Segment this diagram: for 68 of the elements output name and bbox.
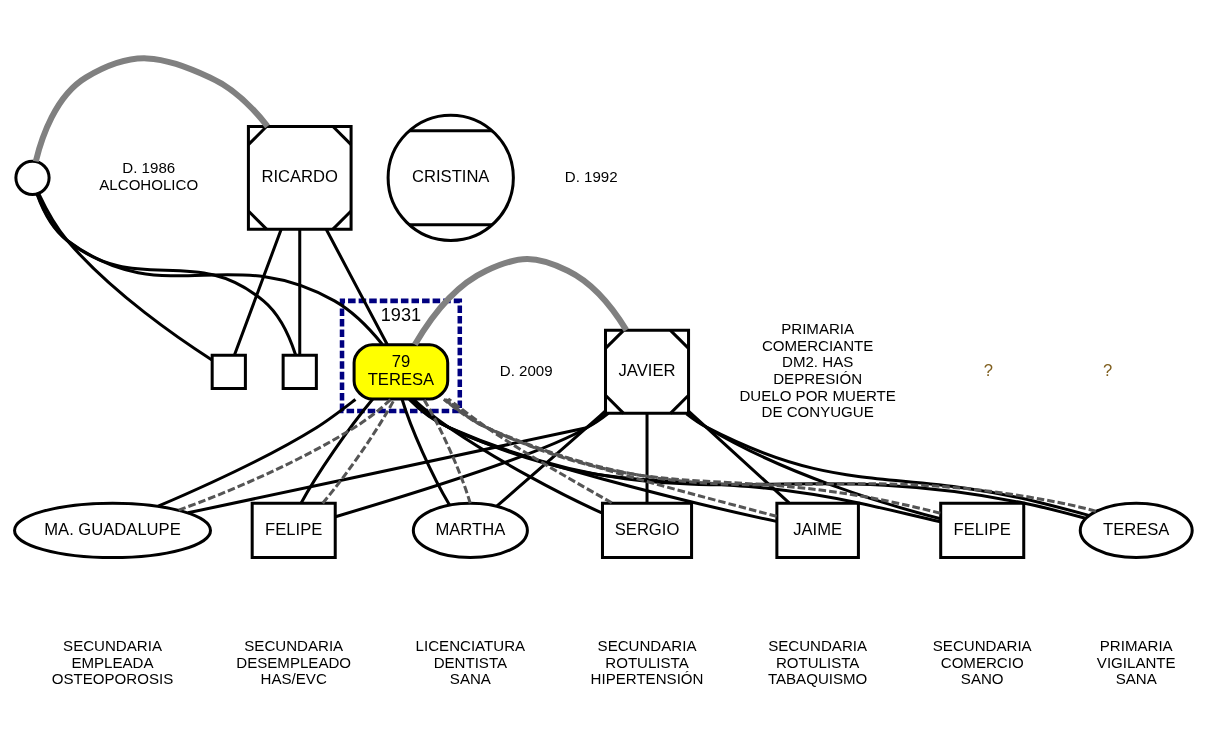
node-label: SECUNDARIA bbox=[768, 637, 868, 655]
node-label: DESEMPLEADO bbox=[236, 653, 352, 671]
node-label: SANO bbox=[960, 670, 1004, 688]
node-label: HIPERTENSIÓN bbox=[590, 670, 704, 688]
connector bbox=[321, 398, 396, 505]
connector bbox=[187, 412, 610, 515]
node-label: SANA bbox=[1115, 670, 1157, 688]
node-label: VIGILANTE bbox=[1096, 653, 1176, 671]
node-label: SANA bbox=[449, 670, 491, 688]
node-label: ALCOHOLICO bbox=[99, 175, 199, 193]
connector bbox=[325, 228, 389, 346]
connector bbox=[35, 193, 384, 346]
connector bbox=[422, 398, 472, 504]
connector bbox=[37, 192, 213, 362]
node-label: DEPRESIÓN bbox=[773, 369, 863, 387]
node-label: ROTULISTA bbox=[605, 653, 689, 671]
connector bbox=[299, 398, 374, 504]
node-box: 79 TERESA bbox=[352, 343, 450, 401]
connector bbox=[645, 413, 649, 504]
node-label: OSTEOPOROSIS bbox=[51, 670, 174, 688]
connector bbox=[298, 229, 302, 356]
node-label: LICENCIATURA bbox=[415, 637, 526, 655]
node-label: SECUNDARIA bbox=[932, 637, 1032, 655]
node-label: HAS/EVC bbox=[260, 670, 327, 688]
node-ellipse: MA. GUADALUPE bbox=[13, 501, 212, 560]
node-label: SECUNDARIA bbox=[244, 637, 344, 655]
node-label: TABAQUISMO bbox=[767, 670, 868, 688]
node-label: D. 1992 bbox=[564, 167, 618, 185]
node-label: DM2. HAS bbox=[782, 353, 854, 371]
node-box: SERGIO bbox=[600, 501, 694, 560]
connector bbox=[233, 229, 283, 356]
connector bbox=[495, 410, 606, 508]
connector bbox=[157, 398, 357, 508]
node-box: JAIME bbox=[775, 501, 860, 560]
connector bbox=[447, 397, 613, 505]
node-circle bbox=[14, 159, 51, 196]
connector bbox=[686, 412, 941, 521]
node-ellipse: MARTHA bbox=[411, 501, 529, 560]
connector bbox=[412, 256, 629, 347]
label: ? bbox=[983, 361, 993, 381]
node-label: D. 1986 bbox=[122, 159, 176, 177]
connector bbox=[178, 398, 392, 512]
node-label: PRIMARIA bbox=[781, 320, 855, 338]
node-label: SECUNDARIA bbox=[597, 637, 697, 655]
label: ? bbox=[1102, 361, 1113, 381]
node-circle: CRISTINA bbox=[386, 113, 515, 242]
node-label: DE CONYUGUE bbox=[761, 403, 874, 421]
node-label: D. 2009 bbox=[499, 361, 553, 379]
node-label: COMERCIANTE bbox=[761, 336, 874, 354]
connector bbox=[32, 55, 270, 163]
connector bbox=[685, 412, 1090, 517]
node-label: DUELO POR MUERTE bbox=[739, 386, 896, 404]
node-label: EMPLEADA bbox=[71, 653, 154, 671]
connector bbox=[412, 398, 603, 515]
connector bbox=[400, 398, 451, 506]
node-label: PRIMARIA bbox=[1099, 637, 1173, 655]
node-box bbox=[281, 353, 318, 390]
node-box: FELIPE bbox=[250, 501, 337, 560]
node-label: SECUNDARIA bbox=[63, 637, 162, 655]
connector bbox=[335, 412, 608, 519]
node-label: COMERCIO bbox=[940, 653, 1024, 671]
node-ellipse: TERESA bbox=[1078, 501, 1194, 560]
node-label: ROTULISTA bbox=[775, 653, 860, 671]
node-box: FELIPE bbox=[939, 501, 1026, 560]
node-label: DENTISTA bbox=[433, 653, 508, 671]
connector bbox=[687, 410, 791, 504]
node-box bbox=[210, 353, 247, 390]
connector bbox=[35, 193, 297, 356]
